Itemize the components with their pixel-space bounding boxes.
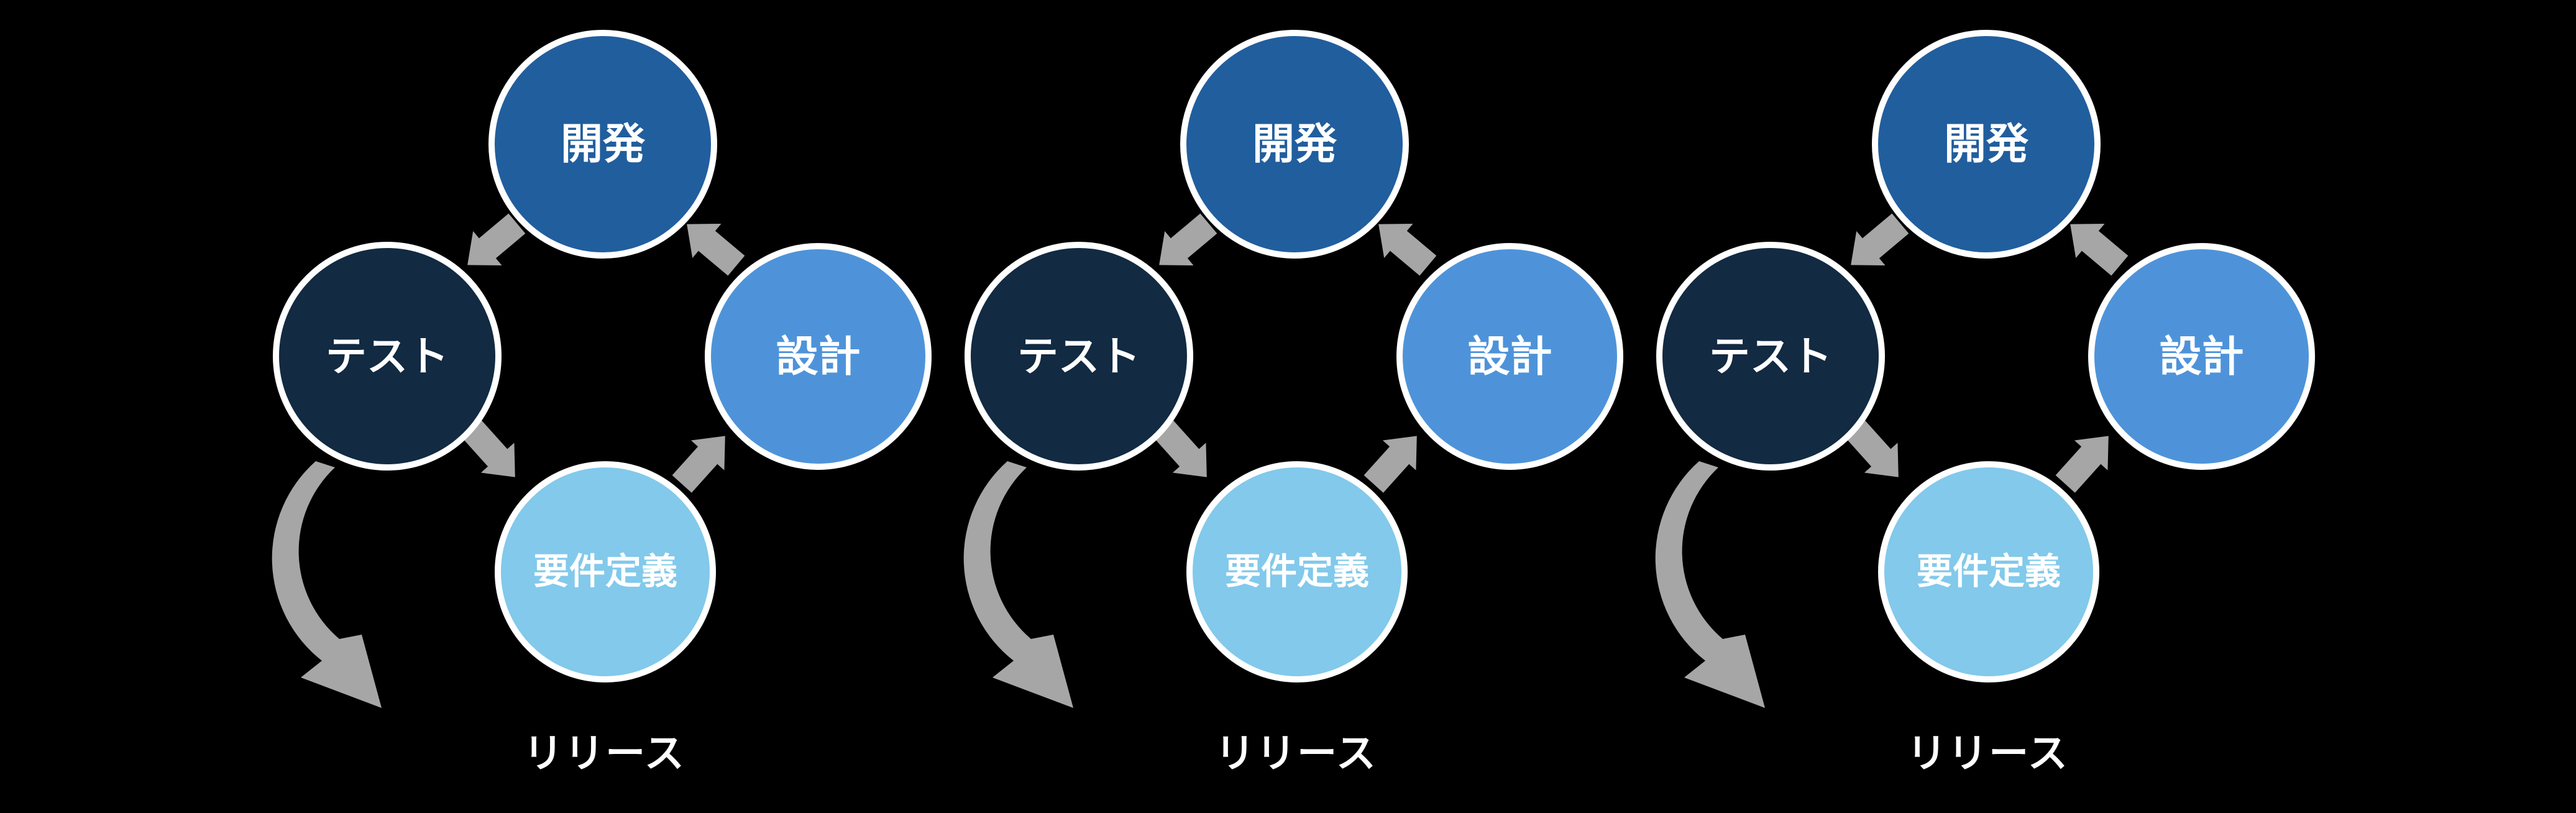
node-test: テスト xyxy=(273,242,502,471)
node-development-label: 開発 xyxy=(1943,121,2028,168)
sdlc-cycle-diagram-2: 開発 テスト 設計 要件定義 リリース xyxy=(953,0,1639,813)
sdlc-cycle-diagram-1: 開発 テスト 設計 要件定義 リリース xyxy=(261,0,948,813)
node-test-label: テスト xyxy=(1709,333,1832,379)
sdlc-cycle-diagram-3: 開発 テスト 設計 要件定義 リリース xyxy=(1644,0,2331,813)
release-label: リリース xyxy=(1215,731,1377,776)
cycle-arrows xyxy=(963,213,1437,708)
cycle-arrows xyxy=(1655,213,2129,708)
node-test: テスト xyxy=(1656,242,1885,471)
arrow-test-to-requirements-icon xyxy=(1845,420,1899,477)
node-design-label: 設計 xyxy=(2159,333,2244,380)
node-design: 設計 xyxy=(1396,243,1623,470)
release-label: リリース xyxy=(1907,731,2069,776)
node-development-label: 開発 xyxy=(560,121,645,168)
node-requirements: 要件定義 xyxy=(1186,461,1408,682)
node-requirements: 要件定義 xyxy=(495,461,716,682)
node-design-label: 設計 xyxy=(776,333,861,380)
node-requirements-label: 要件定義 xyxy=(1916,551,2061,592)
node-development: 開発 xyxy=(1180,30,1409,259)
arrow-test-to-requirements-icon xyxy=(462,420,515,477)
arrow-design-to-development-icon xyxy=(687,223,745,276)
node-development: 開発 xyxy=(1872,30,2101,259)
node-development: 開発 xyxy=(488,30,717,259)
node-requirements: 要件定義 xyxy=(1878,461,2099,682)
arrow-requirements-to-design-icon xyxy=(672,436,725,493)
arrow-design-to-development-icon xyxy=(1378,223,1437,276)
node-test-label: テスト xyxy=(1017,333,1140,379)
arrow-test-to-requirements-icon xyxy=(1153,420,1207,477)
arrow-requirements-to-design-icon xyxy=(2055,436,2109,493)
node-design: 設計 xyxy=(2088,243,2315,470)
release-curved-arrow-icon xyxy=(963,461,1073,708)
arrow-development-to-test-icon xyxy=(467,213,526,266)
release-curved-arrow-icon xyxy=(1655,461,1765,708)
node-requirements-label: 要件定義 xyxy=(1224,551,1369,592)
node-development-label: 開発 xyxy=(1252,121,1337,168)
node-requirements-label: 要件定義 xyxy=(533,551,677,592)
node-design-label: 設計 xyxy=(1467,333,1552,380)
node-design: 設計 xyxy=(705,243,932,470)
arrow-design-to-development-icon xyxy=(2070,223,2129,276)
release-label: リリース xyxy=(523,731,685,776)
node-test: テスト xyxy=(965,242,1193,471)
arrow-development-to-test-icon xyxy=(1851,213,1909,266)
arrow-development-to-test-icon xyxy=(1159,213,1217,266)
node-test-label: テスト xyxy=(326,333,449,379)
cycle-arrows xyxy=(272,213,745,708)
release-curved-arrow-icon xyxy=(272,461,382,708)
arrow-requirements-to-design-icon xyxy=(1364,436,1417,493)
